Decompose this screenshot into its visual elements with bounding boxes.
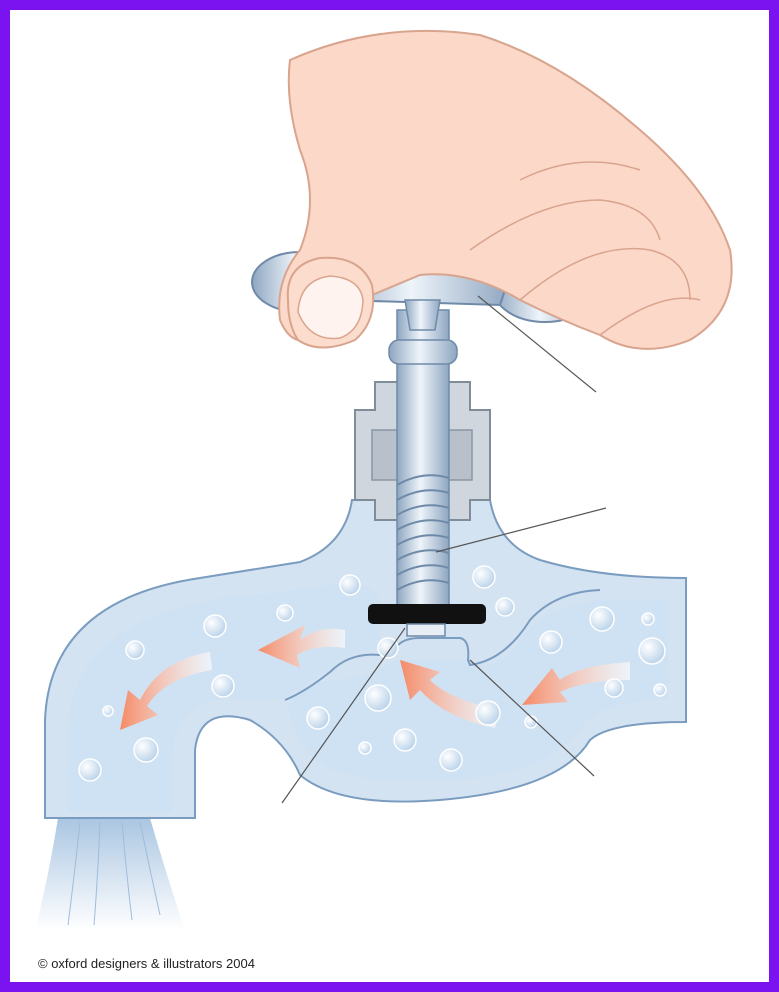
bubble-icon [340, 575, 360, 595]
washer [368, 604, 486, 624]
bubble-icon [440, 749, 462, 771]
bubble-icon [605, 679, 623, 697]
bubble-icon [473, 566, 495, 588]
bubble-icon [204, 615, 226, 637]
bubble-icon [134, 738, 158, 762]
bubble-icon [307, 707, 329, 729]
bubble-icon [277, 605, 293, 621]
bubble-icon [639, 638, 665, 664]
copyright-notice: © oxford designers & illustrators 2004 [38, 956, 255, 971]
bubble-icon [496, 598, 514, 616]
bubble-icon [642, 613, 654, 625]
water-stream [35, 818, 185, 930]
bubble-icon [365, 685, 391, 711]
bubble-icon [79, 759, 101, 781]
bubble-icon [359, 742, 371, 754]
bubble-icon [378, 638, 398, 658]
bubble-icon [394, 729, 416, 751]
bubble-icon [103, 706, 113, 716]
bubble-icon [212, 675, 234, 697]
bubble-icon [126, 641, 144, 659]
bubble-icon [654, 684, 666, 696]
bubble-icon [540, 631, 562, 653]
bubble-icon [590, 607, 614, 631]
bubble-icon [476, 701, 500, 725]
